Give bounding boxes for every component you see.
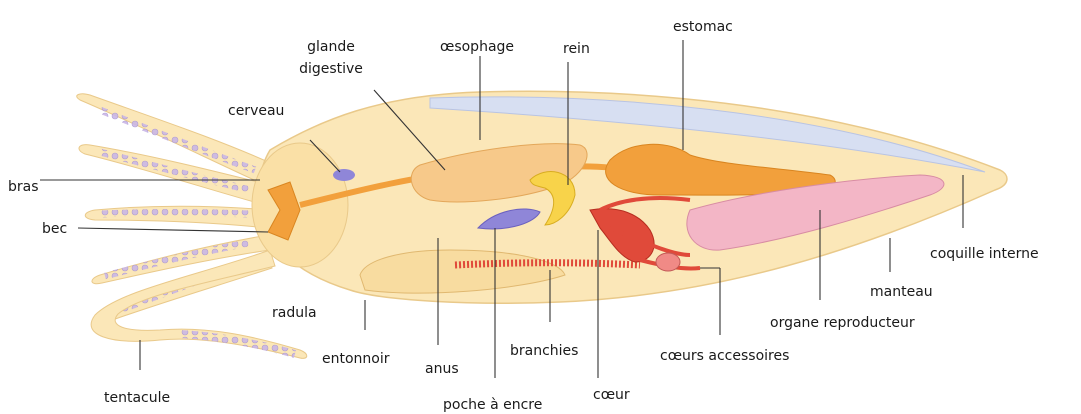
label-branchies: branchies — [510, 342, 578, 360]
label-estomac: estomac — [673, 18, 733, 36]
label-anus: anus — [425, 360, 459, 378]
label-oesophage: œsophage — [440, 38, 514, 56]
label-bras: bras — [8, 178, 39, 196]
label-coquille-interne: coquille interne — [930, 245, 1039, 263]
label-poche-a-encre: poche à encre — [443, 396, 542, 414]
label-glande-digestive: glande digestive — [286, 36, 376, 80]
label-radula: radula — [272, 304, 317, 322]
brain — [333, 169, 355, 181]
label-rein: rein — [563, 40, 590, 58]
label-manteau: manteau — [870, 283, 933, 301]
label-bec: bec — [42, 220, 67, 238]
accessory-heart — [656, 253, 680, 271]
label-tentacule: tentacule — [104, 389, 170, 407]
label-entonnoir: entonnoir — [322, 350, 390, 368]
label-organe-reproducteur: organe reproducteur — [770, 314, 915, 332]
label-cerveau: cerveau — [228, 102, 284, 120]
label-coeurs-accessoires: cœurs accessoires — [660, 347, 789, 365]
label-coeur: cœur — [593, 386, 630, 404]
